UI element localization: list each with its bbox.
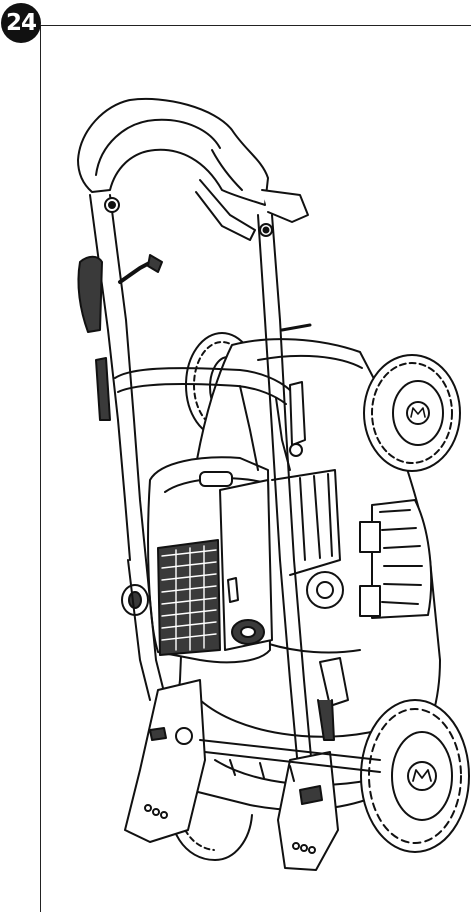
left-height-bracket [124, 679, 206, 843]
engine [121, 456, 344, 664]
engine-grille [157, 539, 221, 656]
right-height-bracket [277, 751, 339, 871]
step-number-badge: 24 [1, 3, 41, 43]
brand-m-logo-icon [406, 401, 430, 425]
brand-m-logo-icon [407, 761, 437, 791]
step-number-label: 24 [5, 10, 37, 36]
front-right-wheel [360, 699, 470, 853]
oil-cap-icon [231, 619, 265, 645]
folded-handle [77, 98, 349, 791]
frame-left-rule [40, 25, 41, 912]
front-axle [199, 739, 381, 782]
frame-top-rule [40, 25, 471, 26]
rear-right-wheel [363, 354, 461, 472]
